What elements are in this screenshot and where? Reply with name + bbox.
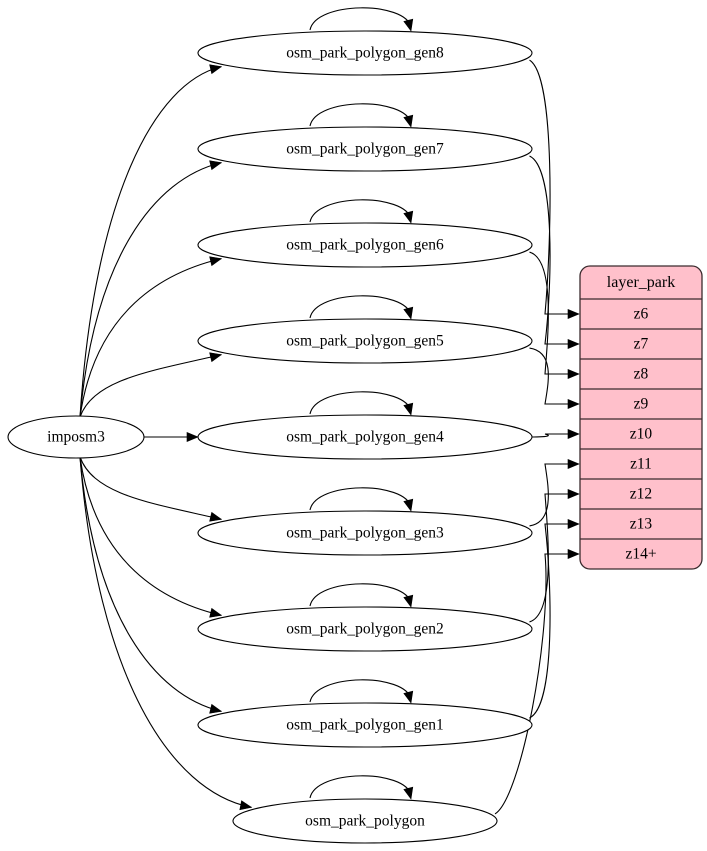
edge-imposm3-to-gen6: [79, 258, 222, 418]
layer-park-table-header: layer_park: [607, 274, 675, 291]
table-row-z10[interactable]: z10: [630, 426, 653, 443]
edge-gen8-to-z6: [529, 59, 579, 315]
arrowhead-base-to-z14+: [567, 548, 580, 560]
self-loop-layer: [309, 7, 414, 800]
edge-gen7-to-z7: [529, 155, 579, 345]
table-row-z12[interactable]: z12: [630, 486, 652, 503]
node-label-imposm3: imposm3: [47, 429, 105, 446]
arrowhead-self-loop-gen1: [403, 690, 414, 704]
edge-base-to-z14+: [494, 553, 579, 815]
table-row-z7[interactable]: z7: [634, 336, 649, 353]
node-gen5[interactable]: [197, 318, 533, 364]
arrowhead-self-loop-gen3: [403, 498, 414, 512]
arrowhead-self-loop-base: [403, 786, 414, 800]
arrowhead-self-loop-gen7: [403, 114, 414, 128]
edge-imposm3-to-gen1: [79, 456, 222, 712]
arrowhead-gen4-to-z10: [567, 428, 580, 440]
edges-layer: [79, 59, 580, 815]
node-label-gen8: osm_park_polygon_gen8: [286, 45, 444, 62]
arrowhead-gen3-to-z11: [567, 458, 580, 470]
edge-gen3-to-z11: [529, 463, 579, 527]
node-label-base: osm_park_polygon: [305, 813, 425, 830]
edge-imposm3-to-base: [79, 456, 252, 808]
self-loop-gen6: [309, 199, 412, 223]
edge-gen2-to-z12: [529, 493, 579, 623]
node-gen6[interactable]: [197, 222, 533, 268]
arrowhead-gen1-to-z13: [567, 518, 580, 530]
arrowhead-imposm3-to-gen3: [209, 511, 223, 522]
self-loop-gen8: [309, 7, 412, 31]
edge-gen4-to-z10: [529, 433, 579, 438]
node-gen3[interactable]: [197, 510, 533, 556]
self-loop-gen2: [309, 583, 412, 607]
node-gen2[interactable]: [197, 606, 533, 652]
edge-imposm3-to-gen8: [79, 66, 222, 418]
self-loop-gen1: [309, 679, 412, 703]
arrowhead-self-loop-gen2: [403, 594, 414, 608]
node-label-gen2: osm_park_polygon_gen2: [286, 621, 444, 638]
table-row-z9[interactable]: z9: [634, 396, 649, 413]
table-row-z8[interactable]: z8: [634, 366, 649, 383]
self-loop-gen4: [309, 391, 412, 415]
node-label-gen5: osm_park_polygon_gen5: [286, 333, 444, 350]
node-label-gen4: osm_park_polygon_gen4: [286, 429, 444, 446]
edge-imposm3-to-gen7: [79, 162, 222, 418]
node-gen4[interactable]: [197, 414, 533, 460]
node-gen8[interactable]: [197, 30, 533, 76]
table-row-z6[interactable]: z6: [634, 306, 649, 323]
layer-park-table-body: [579, 265, 703, 570]
edge-gen1-to-z13: [529, 523, 579, 719]
edge-gen6-to-z8: [529, 251, 579, 375]
node-gen1[interactable]: [197, 702, 533, 748]
layer-park-table: layer_park z6 z7 z8 z9 z10 z11 z12 z13 z14+: [579, 265, 703, 570]
arrowhead-imposm3-to-gen1: [209, 703, 223, 714]
node-label-gen7: osm_park_polygon_gen7: [286, 141, 444, 158]
arrowhead-gen6-to-z8: [567, 368, 580, 380]
node-imposm3[interactable]: [7, 415, 145, 459]
arrowhead-gen8-to-z6: [567, 308, 580, 320]
edge-gen5-to-z9: [529, 347, 579, 405]
arrowhead-imposm3-to-gen6: [209, 256, 223, 267]
arrowhead-imposm3-to-gen8: [209, 64, 223, 75]
arrowhead-self-loop-gen4: [403, 402, 414, 416]
self-loop-gen5: [309, 295, 412, 319]
arrowhead-gen2-to-z12: [567, 488, 580, 500]
arrowhead-imposm3-to-gen5: [209, 352, 223, 363]
arrowhead-gen5-to-z9: [567, 398, 580, 410]
node-gen7[interactable]: [197, 126, 533, 172]
arrowhead-gen7-to-z7: [567, 338, 580, 350]
table-row-z11[interactable]: z11: [630, 456, 652, 473]
self-loop-base: [309, 775, 412, 799]
arrowhead-imposm3-to-gen2: [209, 607, 223, 618]
self-loop-gen7: [309, 103, 412, 127]
node-label-gen3: osm_park_polygon_gen3: [286, 525, 444, 542]
edge-imposm3-to-gen5: [79, 354, 222, 418]
arrowhead-imposm3-to-gen7: [209, 160, 223, 171]
arrowhead-imposm3-to-gen4: [186, 431, 199, 443]
node-base[interactable]: [232, 798, 498, 844]
edge-imposm3-to-gen3: [79, 456, 222, 520]
arrowhead-self-loop-gen5: [403, 306, 414, 320]
arrowhead-imposm3-to-base: [239, 800, 253, 811]
arrowhead-self-loop-gen8: [403, 18, 414, 32]
nodes-layer: imposm3 osm_park_polygon_gen8 osm_park_pol…: [7, 30, 533, 844]
edge-imposm3-to-gen2: [79, 456, 222, 616]
self-loop-gen3: [309, 487, 412, 511]
table-row-z14+[interactable]: z14+: [625, 546, 656, 563]
table-row-z13[interactable]: z13: [630, 516, 653, 533]
arrowhead-self-loop-gen6: [403, 210, 414, 224]
node-label-gen1: osm_park_polygon_gen1: [286, 717, 444, 734]
node-label-gen6: osm_park_polygon_gen6: [286, 237, 444, 254]
